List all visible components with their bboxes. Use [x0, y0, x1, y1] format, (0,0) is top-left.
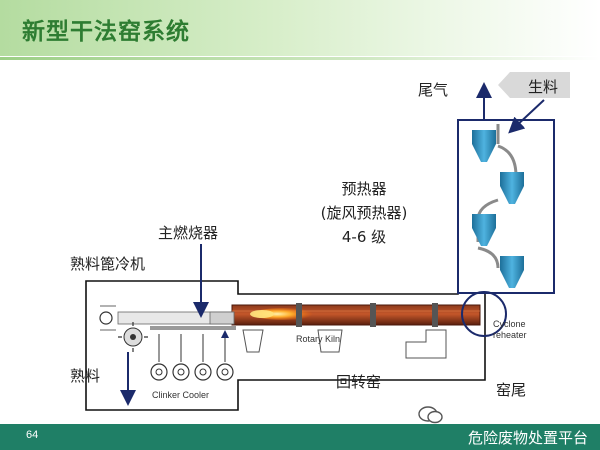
kiln-support [405, 329, 447, 359]
cyclone-en-label: Cyclone [493, 319, 526, 329]
exhaust-label: 尾气 [418, 81, 449, 99]
preheater-label: 预热器 [341, 180, 387, 198]
clinker-cooler-en-label: Clinker Cooler [152, 390, 210, 400]
kiln-inlet-label: 窑尾 [496, 381, 527, 399]
cooling-fan [194, 363, 212, 381]
cyclone-stage [472, 130, 496, 162]
footer-bar: 64 危险废物处置平台 [0, 424, 600, 450]
raw-meal-label: 生料 [528, 78, 559, 96]
wechat-icon [418, 406, 443, 424]
rotary-kiln-en-label: Rotary Kiln [296, 334, 341, 344]
preheater-subtitle: (旋风预热器) [320, 204, 408, 222]
cyclone-preheater [472, 124, 524, 288]
cyclone-stage [472, 214, 496, 246]
page-number: 64 [26, 429, 39, 441]
cyclone-stage [500, 256, 524, 288]
clinker-cooler [99, 305, 236, 381]
watermark-text: 危险废物处置平台 [467, 429, 588, 447]
raw-meal-arrow [508, 99, 545, 134]
cooling-fan [172, 363, 190, 381]
raw-meal-tag [498, 72, 570, 98]
cooling-fan [150, 363, 168, 381]
title-divider [0, 57, 600, 60]
system-outline [85, 119, 555, 411]
cyclone-stage [500, 172, 524, 204]
main-burner-label: 主燃烧器 [158, 224, 219, 242]
preheater-stages: 4-6 级 [341, 228, 387, 246]
cooling-fan [216, 363, 234, 381]
title-bar [0, 0, 600, 56]
slide-title: 新型干法窑系统 [22, 18, 190, 45]
preheater-frame [457, 119, 555, 294]
clinker-label: 熟料 [70, 367, 101, 385]
rotary-kiln-label: 回转窑 [336, 373, 382, 391]
preheater-en-label: reheater [493, 330, 527, 340]
kiln-support [242, 329, 264, 353]
kiln-inlet-circle [461, 291, 507, 337]
kiln-support [317, 329, 343, 353]
grate-cooler-label: 熟料篦冷机 [70, 255, 146, 273]
rotary-kiln [231, 303, 481, 327]
crusher-icon [118, 322, 148, 352]
